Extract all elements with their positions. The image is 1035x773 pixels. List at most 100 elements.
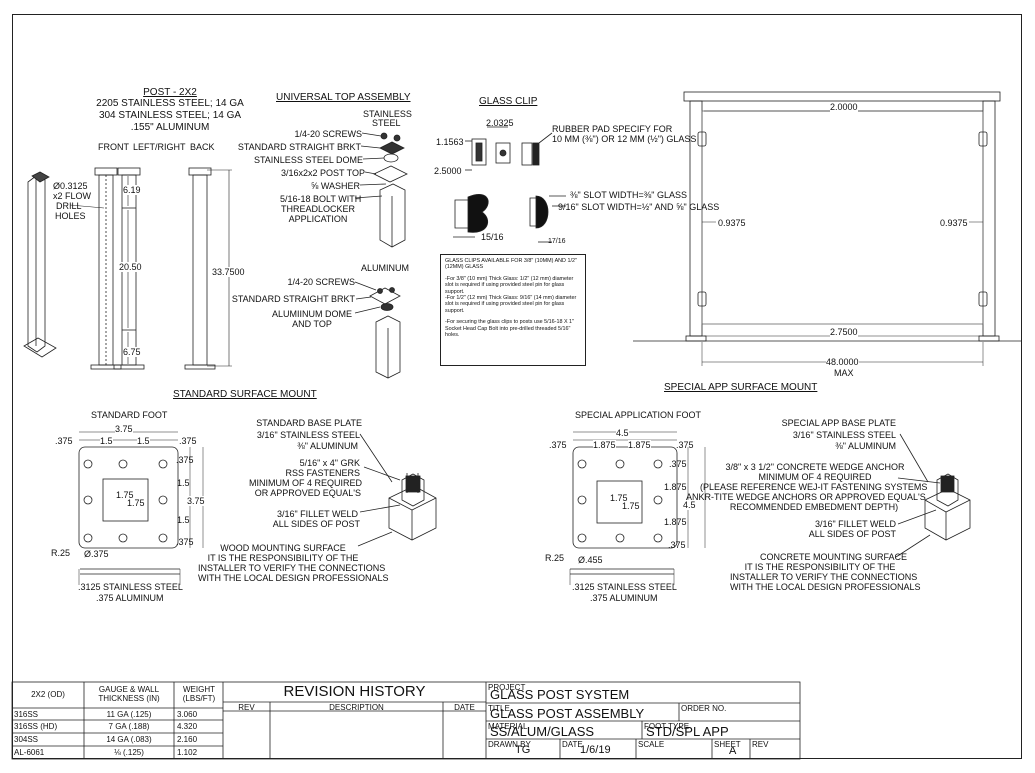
note-line-4: -For securing the glass clips to posts u…	[445, 319, 574, 339]
callout-bolt-2: THREADLOCKER	[280, 204, 355, 214]
elev-dim-left: 0.9375	[718, 218, 746, 228]
wt-r3-c2: 14 GA (.083)	[106, 735, 152, 744]
view-label-side: LEFT/RIGHT	[133, 142, 186, 152]
stainless-label-1: STAINLESS	[363, 109, 412, 119]
tb-foot-label: FOOT TYPE	[644, 722, 690, 731]
clip-dim-d: 15/16	[481, 232, 504, 242]
note-line-2: -For 3/8" (10 mm) Thick Glass: 1/2" (12 …	[445, 275, 574, 295]
aluminum-label: ALUMINUM	[361, 263, 410, 273]
spl-callout-9: 3/16" FILLET WELD	[814, 519, 896, 529]
std-thickness-1: .3125 STAINLESS STEEL	[78, 582, 183, 592]
tb-project-label: PROJECT	[488, 683, 526, 692]
std-dim-v3: 1.5	[177, 515, 190, 525]
wt-r2-c1: 316SS (HD)	[14, 722, 58, 731]
spl-callout-14: WITH THE LOCAL DESIGN PROFESSIONALS	[730, 582, 921, 592]
spl-callout-1: SPECIAL APP BASE PLATE	[781, 418, 896, 428]
post-material-1: 2205 STAINLESS STEEL; 14 GA	[96, 98, 244, 109]
std-callout-9: ALL SIDES OF POST	[272, 519, 360, 529]
std-callout-5: RSS FASTENERS	[285, 468, 360, 478]
rev-col-desc: DESCRIPTION	[329, 703, 384, 712]
std-dim-edge: .375	[55, 436, 73, 446]
std-dim-v2: 1.5	[177, 478, 190, 488]
spl-thickness-1: .3125 STAINLESS STEEL	[572, 582, 677, 592]
std-dim-inner-w: 1.75	[116, 490, 134, 500]
std-callout-1: STANDARD BASE PLATE	[256, 418, 362, 428]
tb-drawn: TG	[515, 744, 531, 756]
tb-rev-label: REV	[752, 740, 769, 749]
tb-order-label: ORDER NO.	[681, 704, 727, 713]
std-dim-v4: .375	[176, 537, 194, 547]
tb-title-label: TITLE	[488, 704, 510, 713]
view-label-front: FRONT	[98, 142, 129, 152]
spl-callout-2: 3/16" STAINLESS STEEL	[792, 430, 896, 440]
spl-dim-v2: 1.875	[664, 482, 687, 492]
wt-header-gauge: GAUGE & WALL THICKNESS (IN)	[98, 685, 160, 703]
std-callout-4: 5/16" x 4" GRK	[299, 458, 360, 468]
std-callout-7: OR APPROVED EQUAL'S	[254, 488, 361, 498]
post-material-2: 304 STAINLESS STEEL; 14 GA	[98, 110, 242, 121]
hole-note-2: x2 FLOW	[53, 191, 92, 201]
special-base-3d	[895, 433, 971, 558]
elev-dim-overall: 48.0000	[826, 357, 859, 367]
callout-al-dome: ALUMIINUM DOME	[271, 309, 352, 319]
wt-r4-c3: 1.102	[177, 748, 198, 757]
wt-r1-c1: 316SS	[14, 710, 39, 719]
callout-ss-washer: ⅝ WASHER	[310, 181, 360, 191]
callout-bolt-1: 5/16-18 BOLT WITH	[280, 194, 362, 204]
spl-thickness-2: .375 ALUMINUM	[590, 593, 658, 603]
post-front-view	[90, 167, 122, 370]
tb-material: SS/ALUM/GLASS	[490, 724, 595, 739]
post-title: POST - 2X2	[143, 87, 197, 98]
tb-date: 1/6/19	[580, 744, 611, 756]
glass-clip-note-box: GLASS CLIPS AVAILABLE FOR 3/8" (10MM) AN…	[440, 254, 586, 366]
spl-callout-8: RECOMMENDED EMBEDMENT DEPTH)	[729, 502, 899, 512]
clip-dim-c: 2.5000	[434, 166, 462, 176]
spl-dim-v4: .375	[668, 540, 686, 550]
wt-r4-c2: ⅛ (.125)	[114, 748, 144, 757]
spl-dim-radius: R.25	[545, 553, 565, 563]
spl-dim-inner-w: 1.75	[610, 493, 628, 503]
special-foot-plan	[569, 431, 706, 585]
glass-clip-drawings	[453, 126, 566, 243]
rev-col-date: DATE	[454, 703, 475, 712]
elev-dim-top: 2.0000	[830, 102, 858, 112]
glass-clip-title: GLASS CLIP	[479, 96, 538, 107]
dim-post-top: 6.19	[123, 185, 141, 195]
dim-post-bottom: 6.75	[123, 347, 141, 357]
dim-post-overall: 33.7500	[212, 267, 245, 277]
hole-note-3: DRILL	[56, 201, 82, 211]
std-callout-11: IT IS THE RESPONSIBILITY OF THE	[207, 553, 359, 563]
spl-callout-13: INSTALLER TO VERIFY THE CONNECTIONS	[730, 572, 918, 582]
wt-header-od: 2X2 (OD)	[31, 690, 65, 699]
std-dim-width: 3.75	[115, 424, 133, 434]
wt-r4-c1: AL-6061	[14, 748, 45, 757]
elev-dim-bottom: 2.7500	[830, 327, 858, 337]
spl-dim-inner-h: 1.75	[622, 501, 640, 511]
rev-col-rev: REV	[238, 703, 255, 712]
special-foot-label: SPECIAL APPLICATION FOOT	[575, 410, 702, 420]
callout-al-brkt: STANDARD STRAIGHT BRKT	[231, 294, 355, 304]
drawing-sheet	[12, 14, 1022, 759]
std-callout-12: INSTALLER TO VERIFY THE CONNECTIONS	[198, 563, 386, 573]
standard-base-3d	[357, 433, 437, 547]
note-line-1: GLASS CLIPS AVAILABLE FOR 3/8" (10MM) AN…	[445, 258, 577, 271]
top-assembly-stainless	[354, 132, 408, 248]
std-callout-6: MINIMUM OF 4 REQUIRED	[248, 478, 362, 488]
dim-post-mid: 20.50	[119, 262, 142, 272]
note-line-3: -For 1/2" (12 mm) Thick Glass: 9/16" (14…	[445, 295, 577, 314]
tb-sheet: A	[729, 745, 737, 757]
post-back-view	[184, 167, 216, 370]
title-block-lines	[11, 681, 801, 760]
std-dim-radius: R.25	[51, 548, 71, 558]
tb-drawn-label: DRAWN BY	[488, 740, 531, 749]
spl-callout-5: MINIMUM OF 4 REQUIRED	[758, 472, 872, 482]
clip-dim-e: 17/16	[548, 238, 566, 245]
wt-r1-c3: 3.060	[177, 710, 198, 719]
tb-sheet-label: SHEET	[714, 740, 741, 749]
spl-dim-s1: 1.875	[593, 440, 616, 450]
tb-material-label: MATERIAL	[488, 722, 528, 731]
elev-dim-right: 0.9375	[940, 218, 968, 228]
tb-title: GLASS POST ASSEMBLY	[490, 706, 645, 721]
wt-header-weight: WEIGHT (LBS/FT)	[182, 685, 216, 703]
